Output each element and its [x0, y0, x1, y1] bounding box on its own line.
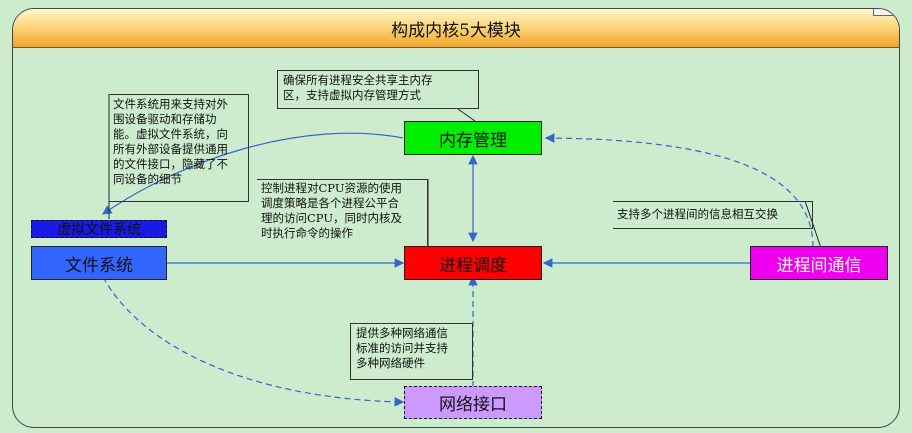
memory-note-line: 确保所有进程安全共享主内存: [283, 73, 433, 87]
ipc-label: 进程间通信: [776, 255, 862, 276]
title-bar: 构成内核5大模块: [13, 9, 899, 48]
edge-ipc-memory: [544, 133, 814, 248]
filesystem-node: 文件系统: [31, 246, 167, 280]
leader-ipc-note: [804, 200, 822, 249]
network-note-line: 标准的访问并支持: [356, 341, 448, 355]
filesystem-note-line: 的文件接口，隐藏了不: [113, 157, 228, 171]
virtual-filesystem-label: 虚拟文件系统: [57, 222, 141, 238]
diagram-title: 构成内核5大模块: [391, 20, 521, 41]
virtual-filesystem-node: 虚拟文件系统: [31, 220, 167, 238]
filesystem-note-line: 围设备驱动和存储功: [113, 112, 217, 126]
memory-management-node: 内存管理: [404, 121, 542, 155]
filesystem-note-line: 能。虚拟文件系统，向: [113, 127, 228, 141]
network-note-line: 提供多种网络通信: [356, 326, 448, 340]
scheduler-note: 控制进程对CPU资源的使用 调度策略是各个进程公平合 理的访问CPU，同时内核及…: [257, 179, 428, 246]
ipc-note: 支持多个进程间的信息相互交换: [613, 201, 813, 229]
filesystem-label: 文件系统: [65, 255, 133, 276]
network-interface-node: 网络接口: [404, 386, 542, 419]
scheduler-note-line: 时执行命令的操作: [261, 226, 353, 240]
memory-note-line: 区，支持虚拟内存管理方式: [283, 88, 421, 102]
memory-management-label: 内存管理: [439, 130, 507, 151]
process-scheduling-label: 进程调度: [439, 255, 507, 276]
filesystem-note-line: 同设备的细节: [113, 172, 182, 186]
network-interface-label: 网络接口: [439, 395, 507, 415]
connections: [102, 94, 822, 407]
corner-tab: [873, 9, 897, 16]
scheduler-note-line: 理的访问CPU，同时内核及: [261, 211, 403, 225]
network-note: 提供多种网络通信 标准的访问并支持 多种网络硬件: [350, 323, 473, 380]
memory-note: 确保所有进程安全共享主内存 区，支持虚拟内存管理方式: [277, 70, 479, 109]
diagram-frame: 构成内核5大模块 确保所有进程安全共享主内存: [12, 8, 900, 428]
edge-filesystem-network: [102, 276, 405, 407]
leader-memory-note: [457, 108, 476, 122]
filesystem-note: 文件系统用来支持对外 围设备驱动和存储功 能。虚拟文件系统，向 所有外部设备提供…: [109, 94, 249, 202]
filesystem-note-line: 文件系统用来支持对外: [113, 97, 228, 111]
filesystem-note-line: 所有外部设备提供通用: [113, 142, 228, 156]
edge-memory-vfs: [102, 132, 404, 215]
process-scheduling-node: 进程调度: [404, 246, 542, 280]
ipc-node: 进程间通信: [750, 246, 888, 280]
ipc-note-line: 支持多个进程间的信息相互交换: [617, 207, 778, 221]
scheduler-note-line: 调度策略是各个进程公平合: [261, 196, 399, 210]
scheduler-note-line: 控制进程对CPU资源的使用: [261, 181, 403, 195]
network-note-line: 多种网络硬件: [356, 356, 425, 370]
